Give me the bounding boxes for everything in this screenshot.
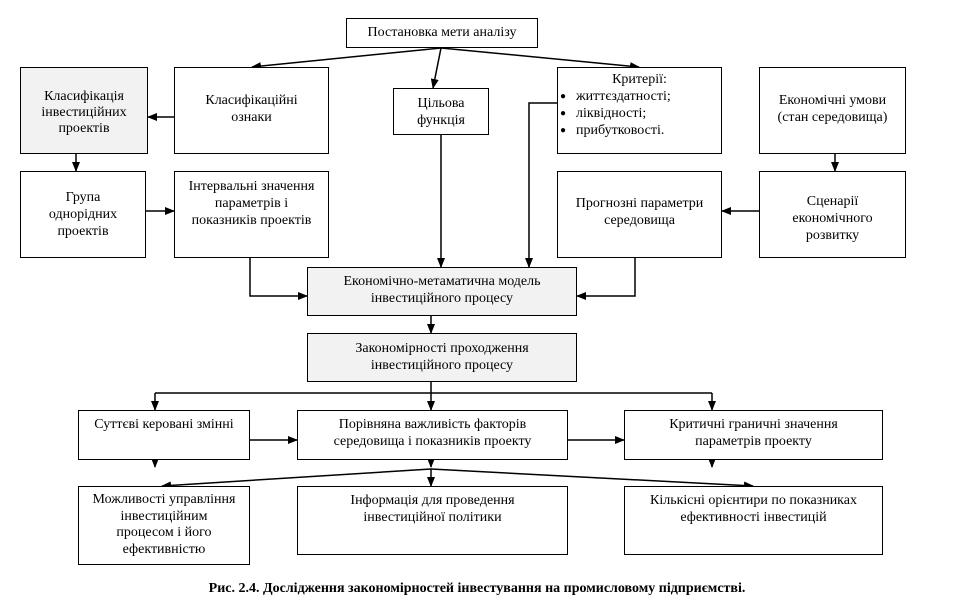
policy-info-box: Інформація для проведення інвестиційної … xyxy=(297,486,568,555)
controlled-vars-box: Суттєві керовані змінні xyxy=(78,410,250,460)
criteria-item-profitability: прибутковості. xyxy=(558,122,721,139)
interval-line-1: Інтервальні значення xyxy=(188,179,315,194)
class-features-line-1: Класифікаційні xyxy=(205,93,298,108)
control-options-line-2: інвестиційним xyxy=(120,508,208,524)
arrow-fan-to-quant-guides xyxy=(430,468,754,490)
scenarios-line-3: розвитку xyxy=(805,228,860,243)
model-line-1: Економічно-метаматична модель xyxy=(343,274,541,289)
interval-line-2: параметрів і xyxy=(214,196,289,211)
control-options-line-3: процесом і його xyxy=(116,525,212,540)
arrow-criteria-to-model xyxy=(525,102,557,268)
criteria-item-viability: життєздатності; xyxy=(558,88,721,105)
arrow-fan-to-control-options xyxy=(161,468,432,490)
target-function-line-1: Цільова xyxy=(417,96,465,111)
group-line-3: проектів xyxy=(57,224,109,239)
goal-line-1: Постановка мети аналізу xyxy=(367,25,517,40)
factor-line-1: Порівняна важливість факторів xyxy=(338,417,527,432)
arrow-goal-to-classification-features xyxy=(251,47,442,71)
econ-conditions-line-2: (стан середовища) xyxy=(777,110,888,125)
criteria-list: життєздатності; ліквідності; прибутковос… xyxy=(558,88,721,139)
figure-caption: Рис. 2.4. Дослідження закономірностей ін… xyxy=(208,581,746,596)
scenarios-line-2: економічного xyxy=(792,211,873,226)
forecast-line-2: середовища xyxy=(604,213,675,228)
class-features-line-2: ознаки xyxy=(231,110,272,125)
forecast-line-1: Прогнозні параметри xyxy=(575,196,704,211)
group-line-2: однорідних xyxy=(48,207,118,222)
control-options-line-1: Можливості управління xyxy=(92,492,236,507)
quant-line-2: ефективності інвестицій xyxy=(680,510,827,525)
econ-conditions-line-1: Економічні умови xyxy=(778,93,887,108)
factor-line-2: середовища і показників проекту xyxy=(333,434,532,449)
classification-line-2: інвестиційних xyxy=(41,105,127,120)
model-line-2: інвестиційного процесу xyxy=(370,291,514,306)
interval-values-box: Інтервальні значення параметрів і показн… xyxy=(174,171,329,258)
controlled-vars-line-1: Суттєві керовані змінні xyxy=(94,417,234,432)
regularities-line-2: інвестиційного процесу xyxy=(370,358,514,373)
scenarios-box: Сценарії економічного розвитку xyxy=(759,171,906,258)
criteria-box: Критерії: життєздатності; ліквідності; п… xyxy=(557,67,722,154)
factor-importance-box: Порівняна важливість факторів середовища… xyxy=(297,410,568,460)
criteria-item-liquidity: ліквідності; xyxy=(558,105,721,122)
scenarios-line-1: Сценарії xyxy=(806,194,859,209)
interval-line-3: показників проектів xyxy=(191,213,312,228)
classification-features-box: Класифікаційні ознаки xyxy=(174,67,329,154)
quant-guides-box: Кількісні орієнтири по показниках ефекти… xyxy=(624,486,883,555)
homogeneous-group-box: Група однорідних проектів xyxy=(20,171,146,258)
target-function-box: Цільова функція xyxy=(393,88,489,135)
regularities-line-1: Закономірності проходження xyxy=(355,341,529,356)
target-function-line-2: функція xyxy=(417,113,465,128)
classification-box: Класифікація інвестиційних проектів xyxy=(20,67,148,154)
policy-line-1: Інформація для проведення xyxy=(350,493,515,508)
regularities-box: Закономірності проходження інвестиційног… xyxy=(307,333,577,382)
forecast-params-box: Прогнозні параметри середовища xyxy=(557,171,722,258)
control-options-line-4: ефективністю xyxy=(122,541,206,557)
critical-line-1: Критичні граничні значення xyxy=(669,417,838,432)
arrow-forecast-to-model xyxy=(576,258,636,300)
arrow-goal-to-criteria xyxy=(440,47,640,71)
economic-conditions-box: Економічні умови (стан середовища) xyxy=(759,67,906,154)
policy-line-2: інвестиційної політики xyxy=(363,510,502,525)
classification-line-3: проектів xyxy=(58,121,110,136)
quant-line-1: Кількісні орієнтири по показниках xyxy=(650,493,857,508)
arrow-goal-to-target-function xyxy=(430,47,442,89)
goal-box: Постановка мети аналізу xyxy=(346,18,538,48)
model-box: Економічно-метаматична модель інвестицій… xyxy=(307,267,577,316)
critical-line-2: параметрів проекту xyxy=(695,434,812,449)
classification-line-1: Класифікація xyxy=(44,89,124,104)
critical-values-box: Критичні граничні значення параметрів пр… xyxy=(624,410,883,460)
group-line-1: Група xyxy=(65,190,101,205)
criteria-title: Критерії: xyxy=(612,72,667,87)
control-options-box: Можливості управління інвестиційним проц… xyxy=(78,486,250,565)
arrow-interval-to-model xyxy=(249,258,308,300)
